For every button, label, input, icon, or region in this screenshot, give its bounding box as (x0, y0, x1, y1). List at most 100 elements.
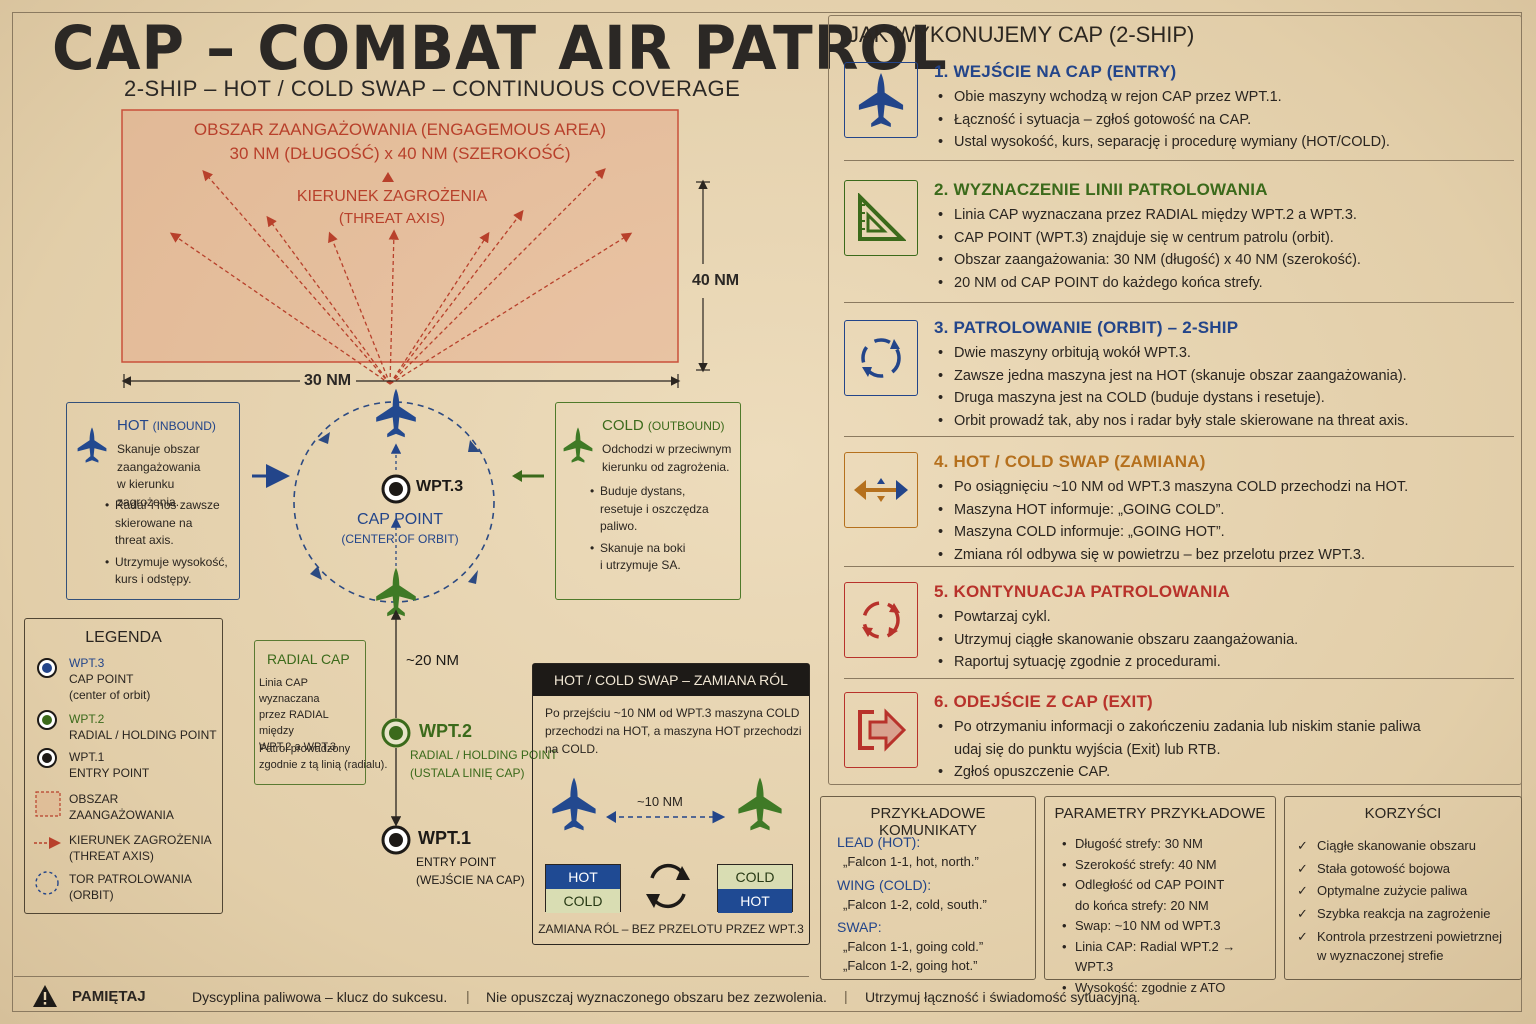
divider (844, 678, 1514, 679)
step-items: Po osiągnięciu ~10 NM od WPT.3 maszyna C… (936, 476, 1408, 566)
params-title: PARAMETRY PRZYKŁADOWE (1054, 805, 1266, 822)
wing-msg: „Falcon 1-2, cold, south.” (843, 897, 987, 912)
hot-box-title: HOT (INBOUND) (117, 417, 216, 434)
wpt1-sub2: (WEJŚCIE NA CAP) (416, 873, 525, 887)
swap-msg-2: „Falcon 1-2, going hot.” (843, 958, 978, 973)
footer-item-3: Utrzymuj łączność i świadomość sytuacyjn… (865, 989, 1141, 1005)
swap-box-title: HOT / COLD SWAP – ZAMIANA RÓL (533, 664, 809, 696)
divider (844, 566, 1514, 567)
page-title: CAP – COMBAT AIR PATROL (52, 12, 948, 84)
step-entry: 1. WEJŚCIE NA CAP (ENTRY) Obie maszyny w… (844, 62, 1516, 154)
cap-point-label: CAP POINT (357, 511, 443, 528)
footer-item-1: Dyscyplina paliwowa – klucz do sukcesu. (192, 989, 448, 1005)
circular-arrows-icon (844, 320, 918, 396)
footer-divider (14, 976, 809, 977)
step-continue: 5. KONTYNUACJA PATROLOWANIA Powtarzaj cy… (844, 582, 1516, 674)
lead-msg: „Falcon 1-1, hot, north.” (843, 854, 979, 869)
width-dimension-label: 30 NM (304, 372, 352, 389)
footer-sep-1: | (466, 988, 470, 1004)
cold-box-bullets: Buduje dystans,resetuje i oszczędzapaliw… (590, 483, 709, 575)
params-list: Długość strefy: 30 NM Szerokość strefy: … (1061, 834, 1275, 998)
set-square-icon (844, 180, 918, 256)
procedure-panel (828, 15, 1522, 785)
wpt2-sub1: RADIAL / HOLDING POINT (410, 748, 558, 762)
step-orbit: 3. PATROLOWANIE (ORBIT) – 2-SHIP Dwie ma… (844, 318, 1516, 432)
step-items: Powtarzaj cykl.Utrzymuj ciągłe skanowani… (936, 606, 1298, 674)
step-exit: 6. ODEJŚCIE Z CAP (EXIT) Po otrzymaniu i… (844, 692, 1516, 784)
wpt2-label: WPT.2 (419, 721, 473, 741)
height-dimension-label: 40 NM (692, 272, 740, 289)
legend-orbit-icon (35, 871, 59, 895)
distance-label: ~20 NM (406, 652, 459, 669)
threat-axis-label: KIERUNEK ZAGROŻENIA (296, 188, 488, 205)
wpt1-sub1: ENTRY POINT (416, 855, 497, 869)
engagement-dimensions: 30 NM (DŁUGOŚĆ) x 40 NM (SZEROKOŚĆ) (229, 144, 571, 163)
step-title: 5. KONTYNUACJA PATROLOWANIA (934, 582, 1230, 601)
procedure-title: JAK WYKONUJEMY CAP (2-SHIP) (848, 22, 1195, 47)
swap-distance-label: ~10 NM (637, 794, 683, 809)
step-patrol-line: 2. WYZNACZENIE LINII PATROLOWANIA Linia … (844, 180, 1516, 294)
exit-arrow-icon (844, 692, 918, 768)
divider (844, 160, 1514, 161)
step-title: 4. HOT / COLD SWAP (ZAMIANA) (934, 452, 1206, 471)
wing-label: WING (COLD): (837, 877, 932, 893)
benefits-title: KORZYŚCI (1364, 805, 1442, 822)
legend-title: LEGENDA (85, 629, 162, 646)
divider (844, 436, 1514, 437)
threat-triangle-icon (382, 172, 394, 182)
center-of-orbit-label: (CENTER OF ORBIT) (341, 532, 459, 546)
step-items: Po otrzymaniu informacji o zakończeniu z… (936, 716, 1421, 784)
divider (844, 302, 1514, 303)
hot-jet-icon (376, 388, 416, 438)
swap-box-footer: ZAMIANA RÓL – BEZ PRZELOTU PRZEZ WPT.3 (538, 922, 804, 936)
step-items: Dwie maszyny orbitują wokół WPT.3.Zawsze… (936, 342, 1409, 432)
comms-box: PRZYKŁADOWE KOMUNIKATY LEAD (HOT): „Falc… (820, 796, 1036, 980)
step-title: 3. PATROLOWANIE (ORBIT) – 2-SHIP (934, 318, 1239, 337)
footer-item-2: Nie opuszczaj wyznaczonego obszaru bez z… (486, 989, 827, 1005)
left-role-tile: HOT COLD (545, 864, 621, 913)
lead-label: LEAD (HOT): (837, 834, 921, 850)
cap-diagram (34, 109, 782, 909)
step-items: Linia CAP wyznaczana przez RADIAL między… (936, 204, 1361, 294)
threat-axis-rays (169, 168, 633, 385)
radial-cap-title: RADIAL CAP (267, 651, 350, 667)
legend-area-icon (35, 791, 61, 817)
wpt2-sub2: (USTALA LINIĘ CAP) (410, 766, 525, 780)
swap-box-text: Po przejściu ~10 NM od WPT.3 maszyna COL… (545, 706, 802, 756)
swap-msg-1: „Falcon 1-1, going cold.” (843, 939, 984, 954)
swap-arrows-icon (844, 452, 918, 528)
footer-bar: PAMIĘTAJ Dyscyplina paliwowa – klucz do … (14, 984, 1522, 1012)
benefits-list: Ciągłe skanowanie obszaru Stała gotowość… (1297, 835, 1502, 965)
hot-cold-swap-box: HOT / COLD SWAP – ZAMIANA RÓL Po przejśc… (532, 663, 810, 945)
wpt1-label: WPT.1 (418, 828, 472, 848)
swap-label: SWAP: (837, 919, 882, 935)
step-swap: 4. HOT / COLD SWAP (ZAMIANA) Po osiągnię… (844, 452, 1516, 566)
legend-item-orbit: TOR PATROLOWANIA(ORBIT) (69, 872, 192, 902)
cycle-arrows-icon (844, 582, 918, 658)
step-title: 2. WYZNACZENIE LINII PATROLOWANIA (934, 180, 1268, 199)
jet-icon (844, 62, 918, 138)
legend-item-threat: KIERUNEK ZAGROŻENIA(THREAT AXIS) (69, 833, 212, 863)
warning-icon (33, 985, 57, 1007)
cold-jet-icon (376, 567, 416, 617)
footer-label: PAMIĘTAJ (72, 988, 146, 1005)
threat-axis-sublabel: (THREAT AXIS) (338, 210, 446, 227)
step-items: Obie maszyny wchodzą w rejon CAP przez W… (936, 86, 1390, 154)
orbit-arrows (310, 432, 480, 584)
wpt3-label: WPT.3 (416, 478, 464, 495)
cold-box-title: COLD (OUTBOUND) (602, 417, 725, 434)
benefits-box: KORZYŚCI Ciągłe skanowanie obszaru Stała… (1284, 796, 1522, 980)
right-role-tile: COLD HOT (717, 864, 793, 913)
dimension-lines (121, 179, 710, 388)
